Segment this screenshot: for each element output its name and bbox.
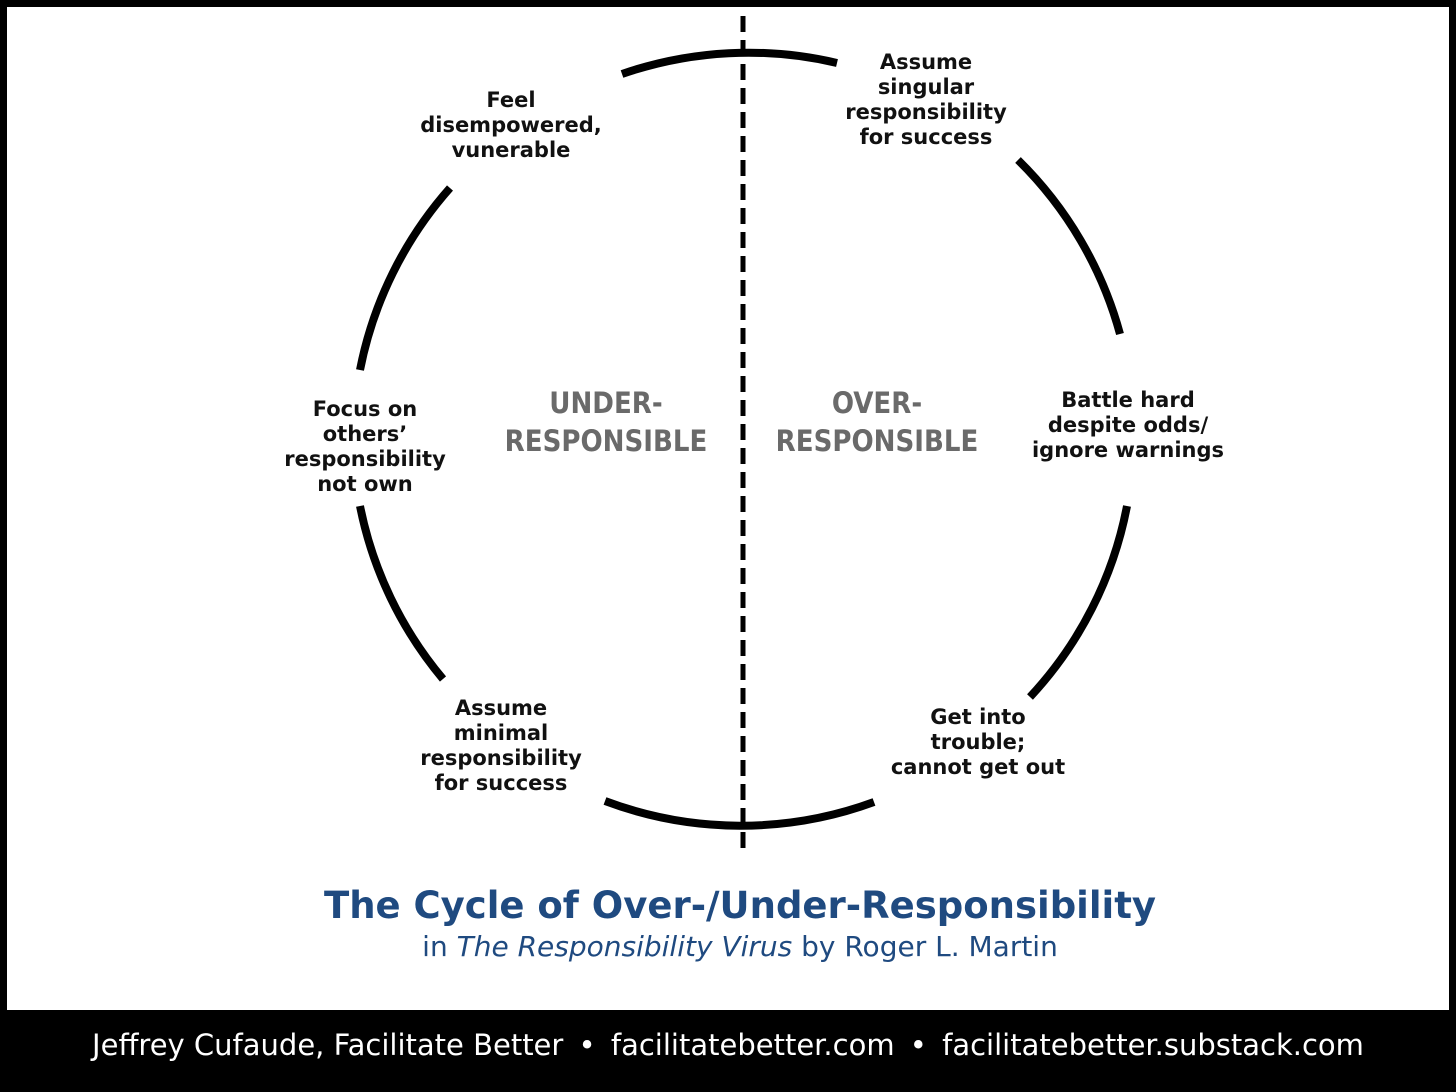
stage-line: Assume (879, 50, 973, 74)
stage-line: responsibility (420, 746, 582, 770)
stage-line: despite odds/ (1047, 413, 1209, 437)
side-label-over-responsible: OVER- RESPONSIBLE (776, 384, 979, 460)
cycle-arc-top (620, 48, 838, 78)
stage-line: responsibility (845, 100, 1007, 124)
footer-separator: • (578, 1028, 596, 1062)
footer-separator: • (909, 1028, 927, 1062)
stage-line: Focus on (312, 397, 418, 421)
stage-line: Assume (454, 696, 548, 720)
stage-line: others’ (322, 422, 408, 446)
diagram-subtitle: in The Responsibility Virus by Roger L. … (422, 930, 1058, 963)
stage-get-into-trouble: Get into trouble; cannot get out (891, 705, 1065, 780)
subtitle-prefix: in (422, 930, 448, 963)
side-label-line: UNDER- (549, 386, 663, 420)
stage-line: minimal (453, 721, 549, 745)
footer-author: Jeffrey Cufaude, Facilitate Better (92, 1028, 564, 1062)
footer-site-link: facilitatebetter.com (610, 1028, 895, 1062)
side-label-line: RESPONSIBLE (775, 424, 979, 458)
cycle-arc-bottom-left (356, 505, 447, 682)
cycle-arc-bottom (603, 797, 876, 830)
stage-line: vunerable (451, 138, 571, 162)
stage-line: Feel (486, 88, 536, 112)
stage-line: not own (317, 472, 413, 496)
side-label-under-responsible: UNDER- RESPONSIBLE (505, 384, 708, 460)
stage-line: Get into (930, 705, 1026, 729)
diagram-canvas: Feel disempowered, vunerable Assume sing… (7, 7, 1449, 1010)
side-label-line: RESPONSIBLE (504, 424, 708, 458)
cycle-arc-right (1027, 505, 1131, 700)
stage-line: trouble; (930, 730, 1026, 754)
stage-battle-hard: Battle hard despite odds/ ignore warning… (1032, 388, 1224, 463)
stage-line: singular (877, 75, 975, 99)
stage-line: Battle hard (1061, 388, 1195, 412)
diagram-title: The Cycle of Over-/Under-Responsibility (323, 884, 1157, 927)
stage-line: responsibility (284, 447, 446, 471)
stage-assume-singular: Assume singular responsibility for succe… (845, 50, 1007, 150)
cycle-diagram (356, 16, 1131, 855)
subtitle-book-title: The Responsibility Virus (456, 930, 793, 963)
stage-line: cannot get out (890, 755, 1066, 779)
stage-line: disempowered, (420, 113, 602, 137)
stage-feel-disempowered: Feel disempowered, vunerable (420, 88, 602, 163)
stage-assume-minimal: Assume minimal responsibility for succes… (420, 696, 582, 796)
subtitle-suffix: by Roger L. Martin (801, 930, 1058, 963)
stage-focus-on-others: Focus on others’ responsibility not own (284, 397, 446, 497)
cycle-arc-left (356, 185, 453, 371)
stage-line: for success (434, 771, 568, 795)
stage-line: ignore warnings (1031, 438, 1225, 462)
footer-credits: Jeffrey Cufaude, Facilitate Better • fac… (0, 1028, 1456, 1062)
stage-line: for success (859, 125, 993, 149)
side-label-line: OVER- (831, 386, 923, 420)
footer-substack-link: facilitatebetter.substack.com (942, 1028, 1364, 1062)
cycle-arc-top-right (1015, 157, 1124, 336)
